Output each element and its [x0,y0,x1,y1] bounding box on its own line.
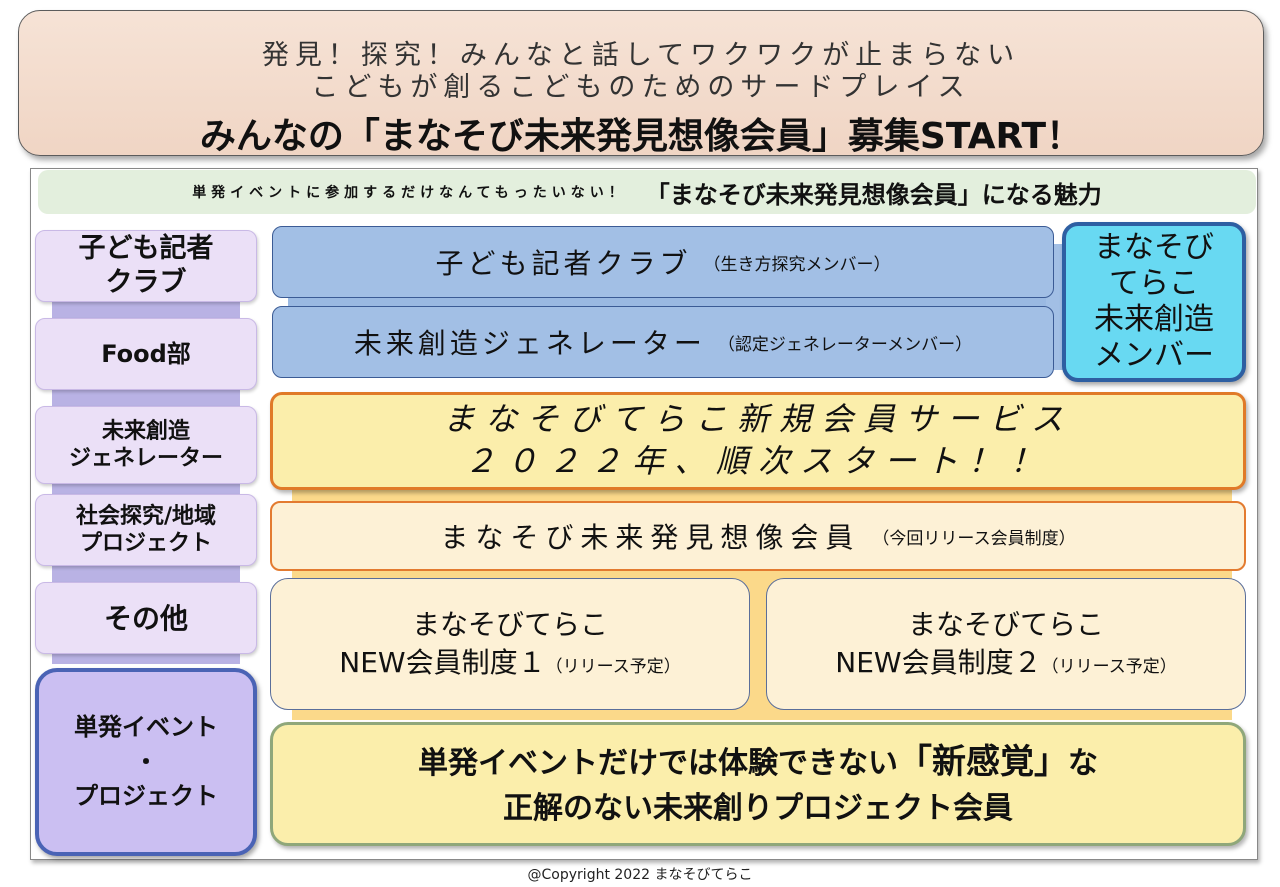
category-other-label: その他 [103,601,188,635]
header-panel: 発見！探究！みんなと話してワクワクが止まらない こどもが創るこどものためのサード… [18,10,1264,157]
new-service-banner: まなそびてらこ新規会員サービス ２０２２年、順次スタート！！ [270,392,1246,490]
category-reporter-club: 子ども記者 クラブ [35,230,257,302]
generator-title: 未来創造ジェネレーター [353,327,706,360]
new-membership-2: まなそびてらこ NEW会員制度２（リリース予定） [766,578,1246,710]
category-event-line1: 単発イベント [74,712,218,741]
new-membership-1: まなそびてらこ NEW会員制度１（リリース予定） [270,578,750,710]
final-line1-highlight: 「新感覚」 [898,741,1068,782]
category-single-event: 単発イベント ・ プロジェクト [35,668,257,856]
category-event-line2: ・ [134,747,158,776]
manasobi-member-subtitle: （今回リリース会員制度） [872,528,1076,549]
generator-subtitle: （認定ジェネレーターメンバー） [717,334,973,355]
category-generator-line1: 未来創造 [101,418,190,444]
final-line2: 正解のない未来創りプロジェクト会員 [503,790,1013,826]
new2-line2: NEW会員制度２ [835,646,1042,679]
final-line1-c: な [1068,745,1098,781]
project-member-box: 単発イベントだけでは体験できない「新感覚」な 正解のない未来創りプロジェクト会員 [270,722,1246,846]
category-reporter-line2: クラブ [105,267,187,298]
future-creation-member-box: まなそび てらこ 未来創造 メンバー [1062,222,1246,382]
banner-title: 「まなそび未来発見想像会員」になる魅力 [645,180,1102,209]
category-social-project: 社会探究/地域 プロジェクト [35,494,257,566]
new1-line1: まなそびてらこ [411,608,608,642]
category-reporter-line1: 子ども記者 [78,233,214,265]
category-other: その他 [35,582,257,654]
header-tagline-2: こどもが創るこどものためのサードプレイス [311,72,971,103]
reporter-club-title: 子ども記者クラブ [435,247,692,280]
category-food: Food部 [35,318,257,390]
cyan-line1: まなそび [1094,230,1214,265]
banner-small-text: 単発イベントに参加するだけなんてもったいない！ [192,185,628,201]
category-generator-line2: ジェネレーター [68,446,223,471]
cyan-line4: メンバー [1094,338,1214,373]
new2-subtitle: （リリース予定） [1041,657,1177,677]
new2-line1: まなそびてらこ [907,608,1104,642]
category-social-line1: 社会探究/地域 [75,503,217,529]
category-generator: 未来創造 ジェネレーター [35,406,257,484]
manasobi-member-bar: まなそび未来発見想像会員 （今回リリース会員制度） [270,501,1246,571]
new1-subtitle: （リリース予定） [545,657,681,677]
cyan-line3: 未来創造 [1094,302,1214,337]
copyright: @Copyright 2022 まなそびてらこ [527,867,753,883]
category-event-line3: プロジェクト [74,782,218,811]
reporter-club-subtitle: （生き方探究メンバー） [703,254,891,275]
category-food-label: Food部 [101,340,191,368]
generator-bar: 未来創造ジェネレーター （認定ジェネレーターメンバー） [272,306,1054,378]
header-tagline-1: 発見！探究！みんなと話してワクワクが止まらない [261,40,1021,71]
service-line1: まなそびてらこ新規会員サービス [442,400,1073,439]
service-line2: ２０２２年、順次スタート！！ [463,442,1052,480]
final-line1-a: 単発イベントだけでは体験できない [418,745,898,781]
category-social-line2: プロジェクト [79,531,212,556]
header-title: みんなの「まなそび未来発見想像会員」募集START！ [199,116,1083,157]
cyan-line2: てらこ [1109,266,1199,301]
subtitle-banner: 単発イベントに参加するだけなんてもったいない！ 「まなそび未来発見想像会員」にな… [38,170,1256,214]
new1-line2: NEW会員制度１ [339,646,546,679]
reporter-club-bar: 子ども記者クラブ （生き方探究メンバー） [272,226,1054,298]
manasobi-member-title: まなそび未来発見想像会員 [440,521,861,554]
